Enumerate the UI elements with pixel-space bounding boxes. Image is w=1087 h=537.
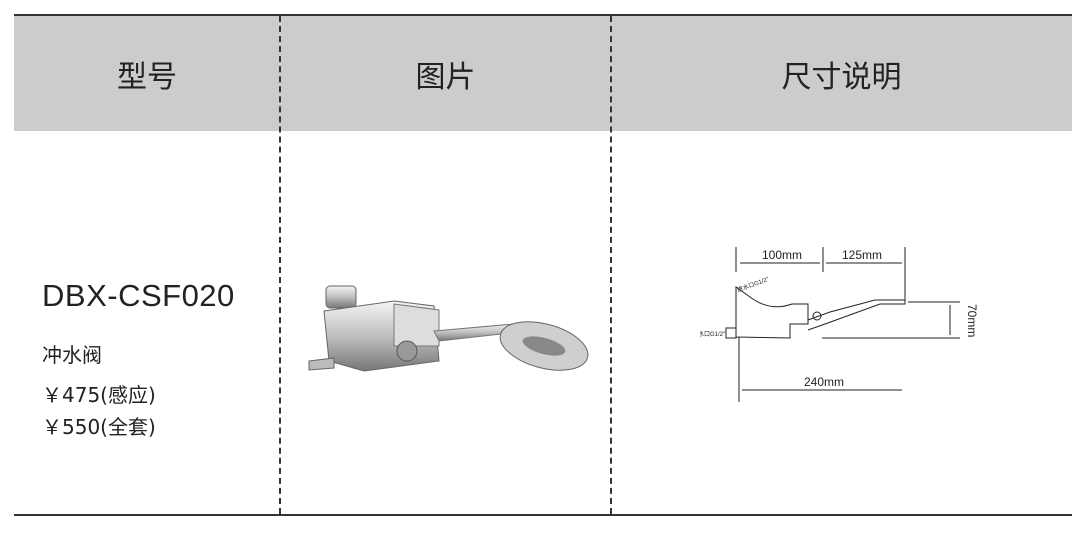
svg-text:100mm: 100mm — [762, 248, 802, 262]
svg-text:进水口G1/2": 进水口G1/2" — [700, 330, 725, 338]
product-table: 型号 图片 尺寸说明 DBX-CSF020 冲水阀 ￥475(感应) ￥550(… — [14, 14, 1072, 516]
price-sensor: ￥475(感应) — [42, 383, 156, 407]
header-model: 型号 — [117, 59, 177, 95]
table-header: 型号 图片 尺寸说明 — [14, 16, 1072, 131]
header-dimensions: 尺寸说明 — [781, 59, 902, 95]
svg-text:70mm: 70mm — [965, 304, 979, 337]
svg-text:240mm: 240mm — [804, 375, 844, 389]
product-photo — [308, 285, 589, 372]
svg-text:进水口G1/2": 进水口G1/2" — [736, 275, 770, 294]
header-picture: 图片 — [415, 59, 476, 95]
product-name: 冲水阀 — [42, 343, 102, 367]
svg-text:125mm: 125mm — [842, 248, 882, 262]
price-full-set: ￥550(全套) — [42, 415, 156, 439]
column-divider — [610, 16, 612, 514]
product-model: DBX-CSF020 — [42, 278, 235, 313]
column-divider — [279, 16, 281, 514]
dimension-drawing: 100mm 125mm 70mm 240mm 进水口G1/2" 进水口G1/2" — [700, 247, 979, 402]
